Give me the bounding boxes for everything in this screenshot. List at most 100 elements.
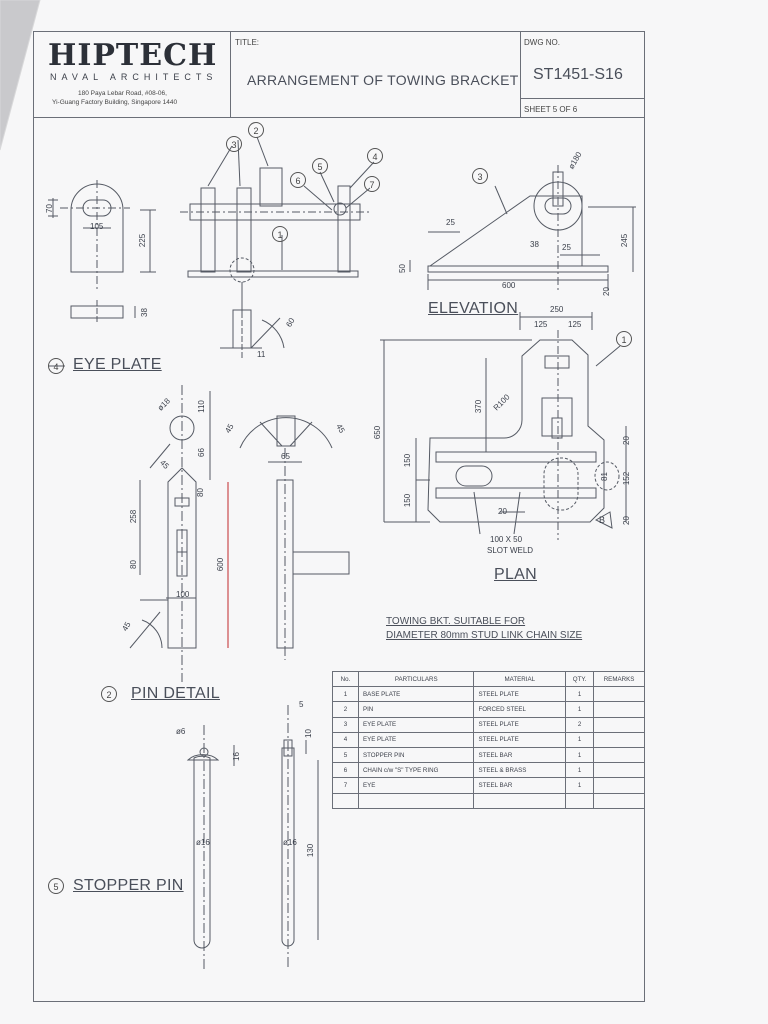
cell-qty: 1 [565, 746, 595, 764]
cell-no: 2 [332, 701, 359, 718]
dim-pin-66: 66 [196, 448, 206, 457]
dim-eye-225: 225 [138, 233, 148, 248]
dim-pin-110: 110 [196, 400, 206, 413]
pin-detail-number: 2 [101, 686, 117, 702]
pin-detail-drawing [129, 385, 350, 682]
cell-no: 7 [332, 777, 359, 794]
cell-no: 1 [332, 686, 359, 703]
cell-material: STEEL PLATE [473, 686, 567, 703]
title-block-sheet-divider [520, 98, 645, 118]
dim-elev-20: 20 [601, 287, 611, 296]
cell-particulars: EYE PLATE [357, 731, 475, 748]
cell-remarks [593, 762, 645, 779]
item-bubble-4: 4 [367, 148, 383, 164]
cell-no [332, 792, 359, 809]
cell-particulars: STOPPER PIN [357, 746, 475, 764]
dim-pin-258: 258 [129, 509, 139, 524]
cell-particulars: EYE PLATE [357, 716, 475, 733]
dim-stop-130: 130 [306, 843, 316, 858]
cell-particulars [357, 792, 475, 809]
parts-list-table: No. PARTICULARS MATERIAL QTY. REMARKS 1 … [332, 670, 645, 809]
elevation-title: ELEVATION [428, 300, 519, 317]
cell-qty: 1 [565, 731, 595, 748]
header-no: No. [332, 670, 359, 688]
stopper-pin-drawing [186, 705, 319, 970]
dim-plan-150a: 150 [403, 453, 413, 468]
table-row: 4 EYE PLATE STEEL PLATE 1 [332, 731, 645, 748]
cell-particulars: CHAIN c/w "S" TYPE RING [357, 762, 475, 779]
cell-material: STEEL BAR [473, 746, 567, 764]
plan-drawing [380, 312, 627, 540]
item-bubble-2: 2 [248, 122, 264, 138]
company-logo: HIPTECH [48, 38, 218, 73]
dim-stop-5: 5 [299, 700, 304, 709]
cell-material: STEEL BAR [473, 777, 567, 794]
cell-no: 6 [332, 762, 359, 779]
dim-stop-phi16a: ø16 [196, 838, 210, 847]
assembly-drawing [180, 136, 375, 360]
cell-remarks [593, 731, 645, 748]
plan-title: PLAN [494, 566, 537, 583]
cell-qty: 1 [565, 701, 595, 718]
dim-pin-600: 600 [216, 557, 226, 572]
dim-pin-65: 65 [281, 452, 290, 461]
dim-stop-10: 10 [303, 729, 313, 738]
dim-weld-11: 11 [257, 350, 266, 359]
dim-plan-125b: 125 [568, 320, 582, 329]
dim-plan-20b: 20 [498, 507, 507, 516]
parts-table-header: No. PARTICULARS MATERIAL QTY. REMARKS [332, 670, 645, 688]
table-row: 7 EYE STEEL BAR 1 [332, 777, 645, 794]
dim-eye-105: 105 [90, 222, 104, 231]
cell-qty: 2 [565, 716, 595, 733]
item-bubble-5: 5 [312, 158, 328, 174]
dim-plan-20a: 20 [621, 436, 631, 445]
stopper-pin-title: STOPPER PIN [73, 877, 184, 894]
item-bubble-6: 6 [290, 172, 306, 188]
item-bubble-plan-1: 1 [616, 331, 632, 347]
table-row: 2 PIN FORCED STEEL 1 [332, 701, 645, 718]
cell-no: 5 [332, 746, 359, 764]
dim-plan-650: 650 [373, 425, 383, 440]
dim-plan-125a: 125 [534, 320, 548, 329]
cell-material [473, 792, 567, 809]
dim-plan-250: 250 [550, 305, 564, 314]
cell-remarks [593, 792, 645, 809]
drawing-title: ARRANGEMENT OF TOWING BRACKET [247, 72, 519, 88]
cell-material: STEEL PLATE [473, 731, 567, 748]
pin-detail-title: PIN DETAIL [131, 685, 220, 702]
elevation-drawing [409, 165, 636, 290]
item-bubble-3: 3 [226, 136, 242, 152]
eye-plate-title: EYE PLATE [73, 356, 162, 373]
slot-weld-note-1: 100 X 50 [490, 535, 523, 544]
header-qty: QTY. [565, 670, 595, 688]
section-marker-b: B [599, 515, 606, 525]
table-row: 1 BASE PLATE STEEL PLATE 1 [332, 686, 645, 703]
dim-plan-152: 152 [622, 471, 632, 486]
item-bubble-7: 7 [364, 176, 380, 192]
dim-elev-50: 50 [397, 264, 407, 273]
dim-pin-100: 100 [176, 590, 190, 599]
table-row: 3 EYE PLATE STEEL PLATE 2 [332, 716, 645, 733]
table-row: 6 CHAIN c/w "S" TYPE RING STEEL & BRASS … [332, 762, 645, 779]
table-row: 5 STOPPER PIN STEEL BAR 1 [332, 746, 645, 764]
dim-stop-phi6: ø6 [176, 727, 186, 736]
dim-plan-370: 370 [474, 399, 484, 414]
dim-stop-16: 16 [231, 752, 241, 761]
dim-elev-38: 38 [530, 240, 539, 249]
company-subtitle: NAVAL ARCHITECTS [50, 72, 218, 82]
company-address-2: Yi-Guang Factory Building, Singapore 144… [52, 99, 178, 106]
dwg-label: DWG NO. [524, 38, 560, 47]
cell-no: 4 [332, 731, 359, 748]
dim-elev-25b: 25 [562, 243, 571, 252]
cell-qty: 1 [565, 777, 595, 794]
cell-no: 3 [332, 716, 359, 733]
header-particulars: PARTICULARS [357, 670, 475, 688]
dim-plan-150b: 150 [403, 493, 413, 508]
towing-note-line2: DIAMETER 80mm STUD LINK CHAIN SIZE [386, 630, 583, 641]
cell-qty: 1 [565, 686, 595, 703]
dim-plan-81: 81 [599, 472, 609, 481]
stopper-pin-number: 5 [48, 878, 64, 894]
dim-elev-25a: 25 [446, 218, 455, 227]
table-row [332, 792, 645, 809]
